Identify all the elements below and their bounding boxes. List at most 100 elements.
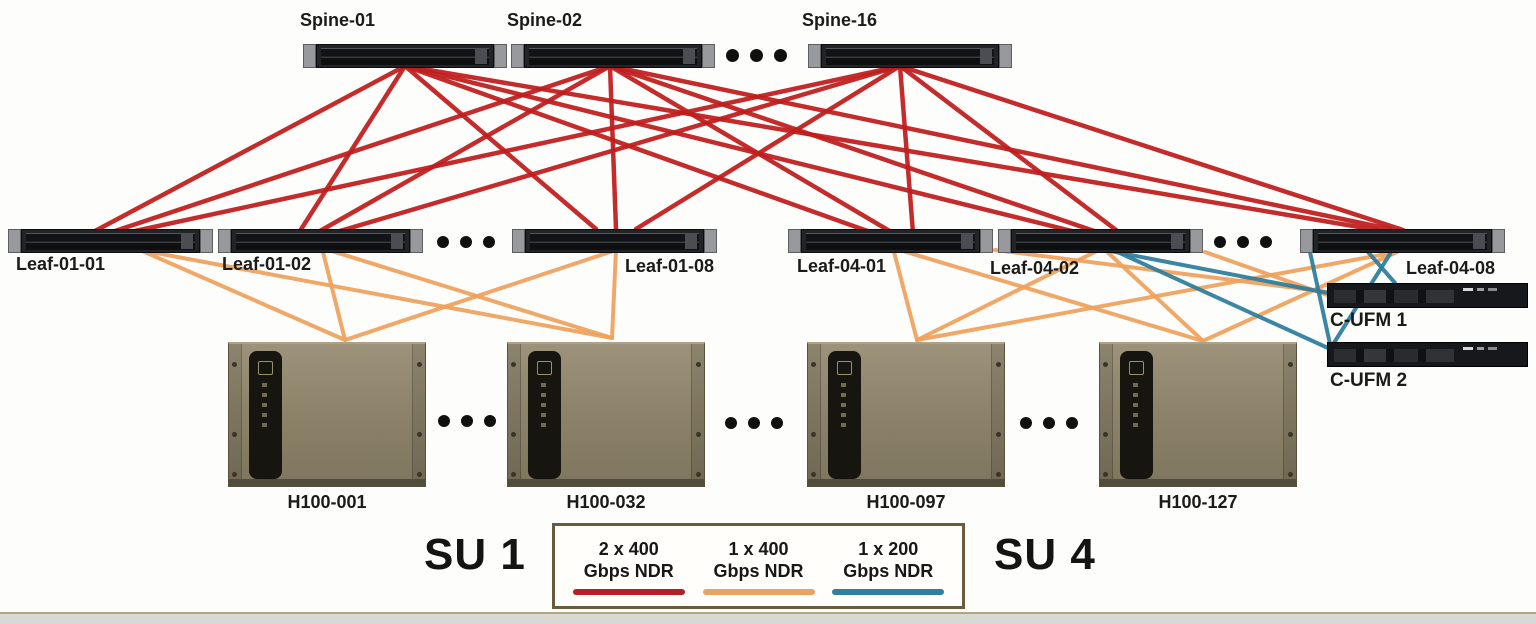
orange-link-line	[320, 246, 614, 340]
su-1-label: SU 1	[424, 530, 526, 579]
spine-ellipsis-dots	[726, 49, 787, 62]
screw	[511, 432, 516, 437]
leaf-01-01-switch	[8, 229, 213, 253]
c-ufm-1-server	[1327, 283, 1528, 308]
rack-ear	[8, 229, 21, 253]
dot	[1260, 236, 1272, 248]
dot	[774, 49, 787, 62]
chassis-base	[1100, 479, 1296, 486]
dot	[750, 49, 763, 62]
psu-module	[1473, 233, 1485, 249]
legend-unit: Gbps NDR	[843, 560, 934, 581]
red-link-line	[317, 63, 613, 234]
screw	[232, 432, 237, 437]
screw	[232, 472, 237, 477]
spine-02-switch	[511, 44, 715, 68]
rack-ear	[704, 229, 717, 253]
chassis-base	[508, 479, 704, 486]
orange-link-line	[138, 248, 614, 340]
dot	[1020, 417, 1032, 429]
red-link-line	[402, 63, 1380, 233]
spine-01-switch	[303, 44, 507, 68]
rack-ear	[410, 229, 423, 253]
h100-127-node	[1099, 342, 1297, 487]
orange-link-line	[915, 250, 1399, 342]
leaf-04-01-switch	[788, 229, 993, 253]
node-ellipsis-dots	[438, 415, 496, 427]
rack-ear	[200, 229, 213, 253]
screw	[417, 432, 422, 437]
red-link-line	[402, 63, 1083, 236]
rack-rail	[991, 344, 1004, 486]
orange-link-line	[1201, 250, 1399, 343]
screw	[696, 362, 701, 367]
red-link-line	[402, 63, 599, 232]
h100-001-label: H100-001	[287, 492, 367, 512]
rack-ear	[1492, 229, 1505, 253]
legend-rate: 1 x 200	[858, 538, 919, 559]
screw	[811, 432, 816, 437]
red-link-line	[897, 63, 1123, 236]
rack-rail	[808, 344, 821, 486]
legend-unit: Gbps NDR	[583, 560, 674, 581]
red-link-line	[897, 63, 916, 236]
rack-ear	[808, 44, 821, 68]
screw	[417, 472, 422, 477]
red-link-line	[112, 63, 613, 234]
bezel-panel	[528, 351, 561, 479]
screw	[996, 362, 1001, 367]
switch-faceplate	[524, 44, 702, 68]
node-ellipsis-dots	[725, 417, 783, 429]
dot	[1043, 417, 1055, 429]
orange-link-line	[138, 248, 347, 342]
red-link-line	[92, 63, 408, 234]
orange-link-line	[320, 246, 347, 342]
rack-ear	[998, 229, 1011, 253]
teal-link-swatch	[832, 588, 945, 595]
orange-link-line	[343, 248, 618, 342]
leaf-01-02-switch	[218, 229, 423, 253]
leaf-01-08-label: Leaf-01-08	[625, 256, 715, 276]
h100-032-node	[507, 342, 705, 487]
teal-link-line	[1111, 248, 1330, 350]
screw	[996, 432, 1001, 437]
spine-01-label: Spine-01	[300, 10, 376, 30]
spine-02-label: Spine-02	[507, 10, 583, 30]
rack-ear	[1190, 229, 1203, 253]
leaf-04-08-switch	[1300, 229, 1505, 253]
dot	[461, 415, 473, 427]
bezel-panel	[1120, 351, 1153, 479]
node-ellipsis-dots	[1020, 417, 1078, 429]
red-link-line	[607, 63, 896, 236]
dot	[726, 49, 739, 62]
rack-ear	[788, 229, 801, 253]
psu-module	[391, 233, 403, 249]
rack-rail	[229, 344, 242, 486]
h100-032-label: H100-032	[566, 492, 646, 512]
psu-module	[685, 233, 697, 249]
su-4-label: SU 4	[994, 530, 1096, 579]
screw	[1103, 472, 1108, 477]
dot	[1214, 236, 1226, 248]
psu-module	[1171, 233, 1183, 249]
screw	[1103, 362, 1108, 367]
rack-ear	[980, 229, 993, 253]
spine-16-label: Spine-16	[802, 10, 878, 30]
bezel-panel	[249, 351, 282, 479]
dot	[725, 417, 737, 429]
leaf-01-01-label: Leaf-01-01	[16, 254, 106, 274]
legend-rate: 2 x 400	[598, 538, 659, 559]
switch-faceplate	[231, 229, 410, 253]
orange-link-line	[1101, 246, 1205, 343]
rack-rail	[1100, 344, 1113, 486]
switch-faceplate	[316, 44, 494, 68]
red-link-swatch	[572, 588, 685, 595]
dot	[771, 417, 783, 429]
teal-link-line	[1308, 250, 1332, 346]
legend-unit: Gbps NDR	[713, 560, 804, 581]
screw	[232, 362, 237, 367]
h100-097-label: H100-097	[866, 492, 946, 512]
screw	[996, 472, 1001, 477]
h100-097-node	[807, 342, 1005, 487]
